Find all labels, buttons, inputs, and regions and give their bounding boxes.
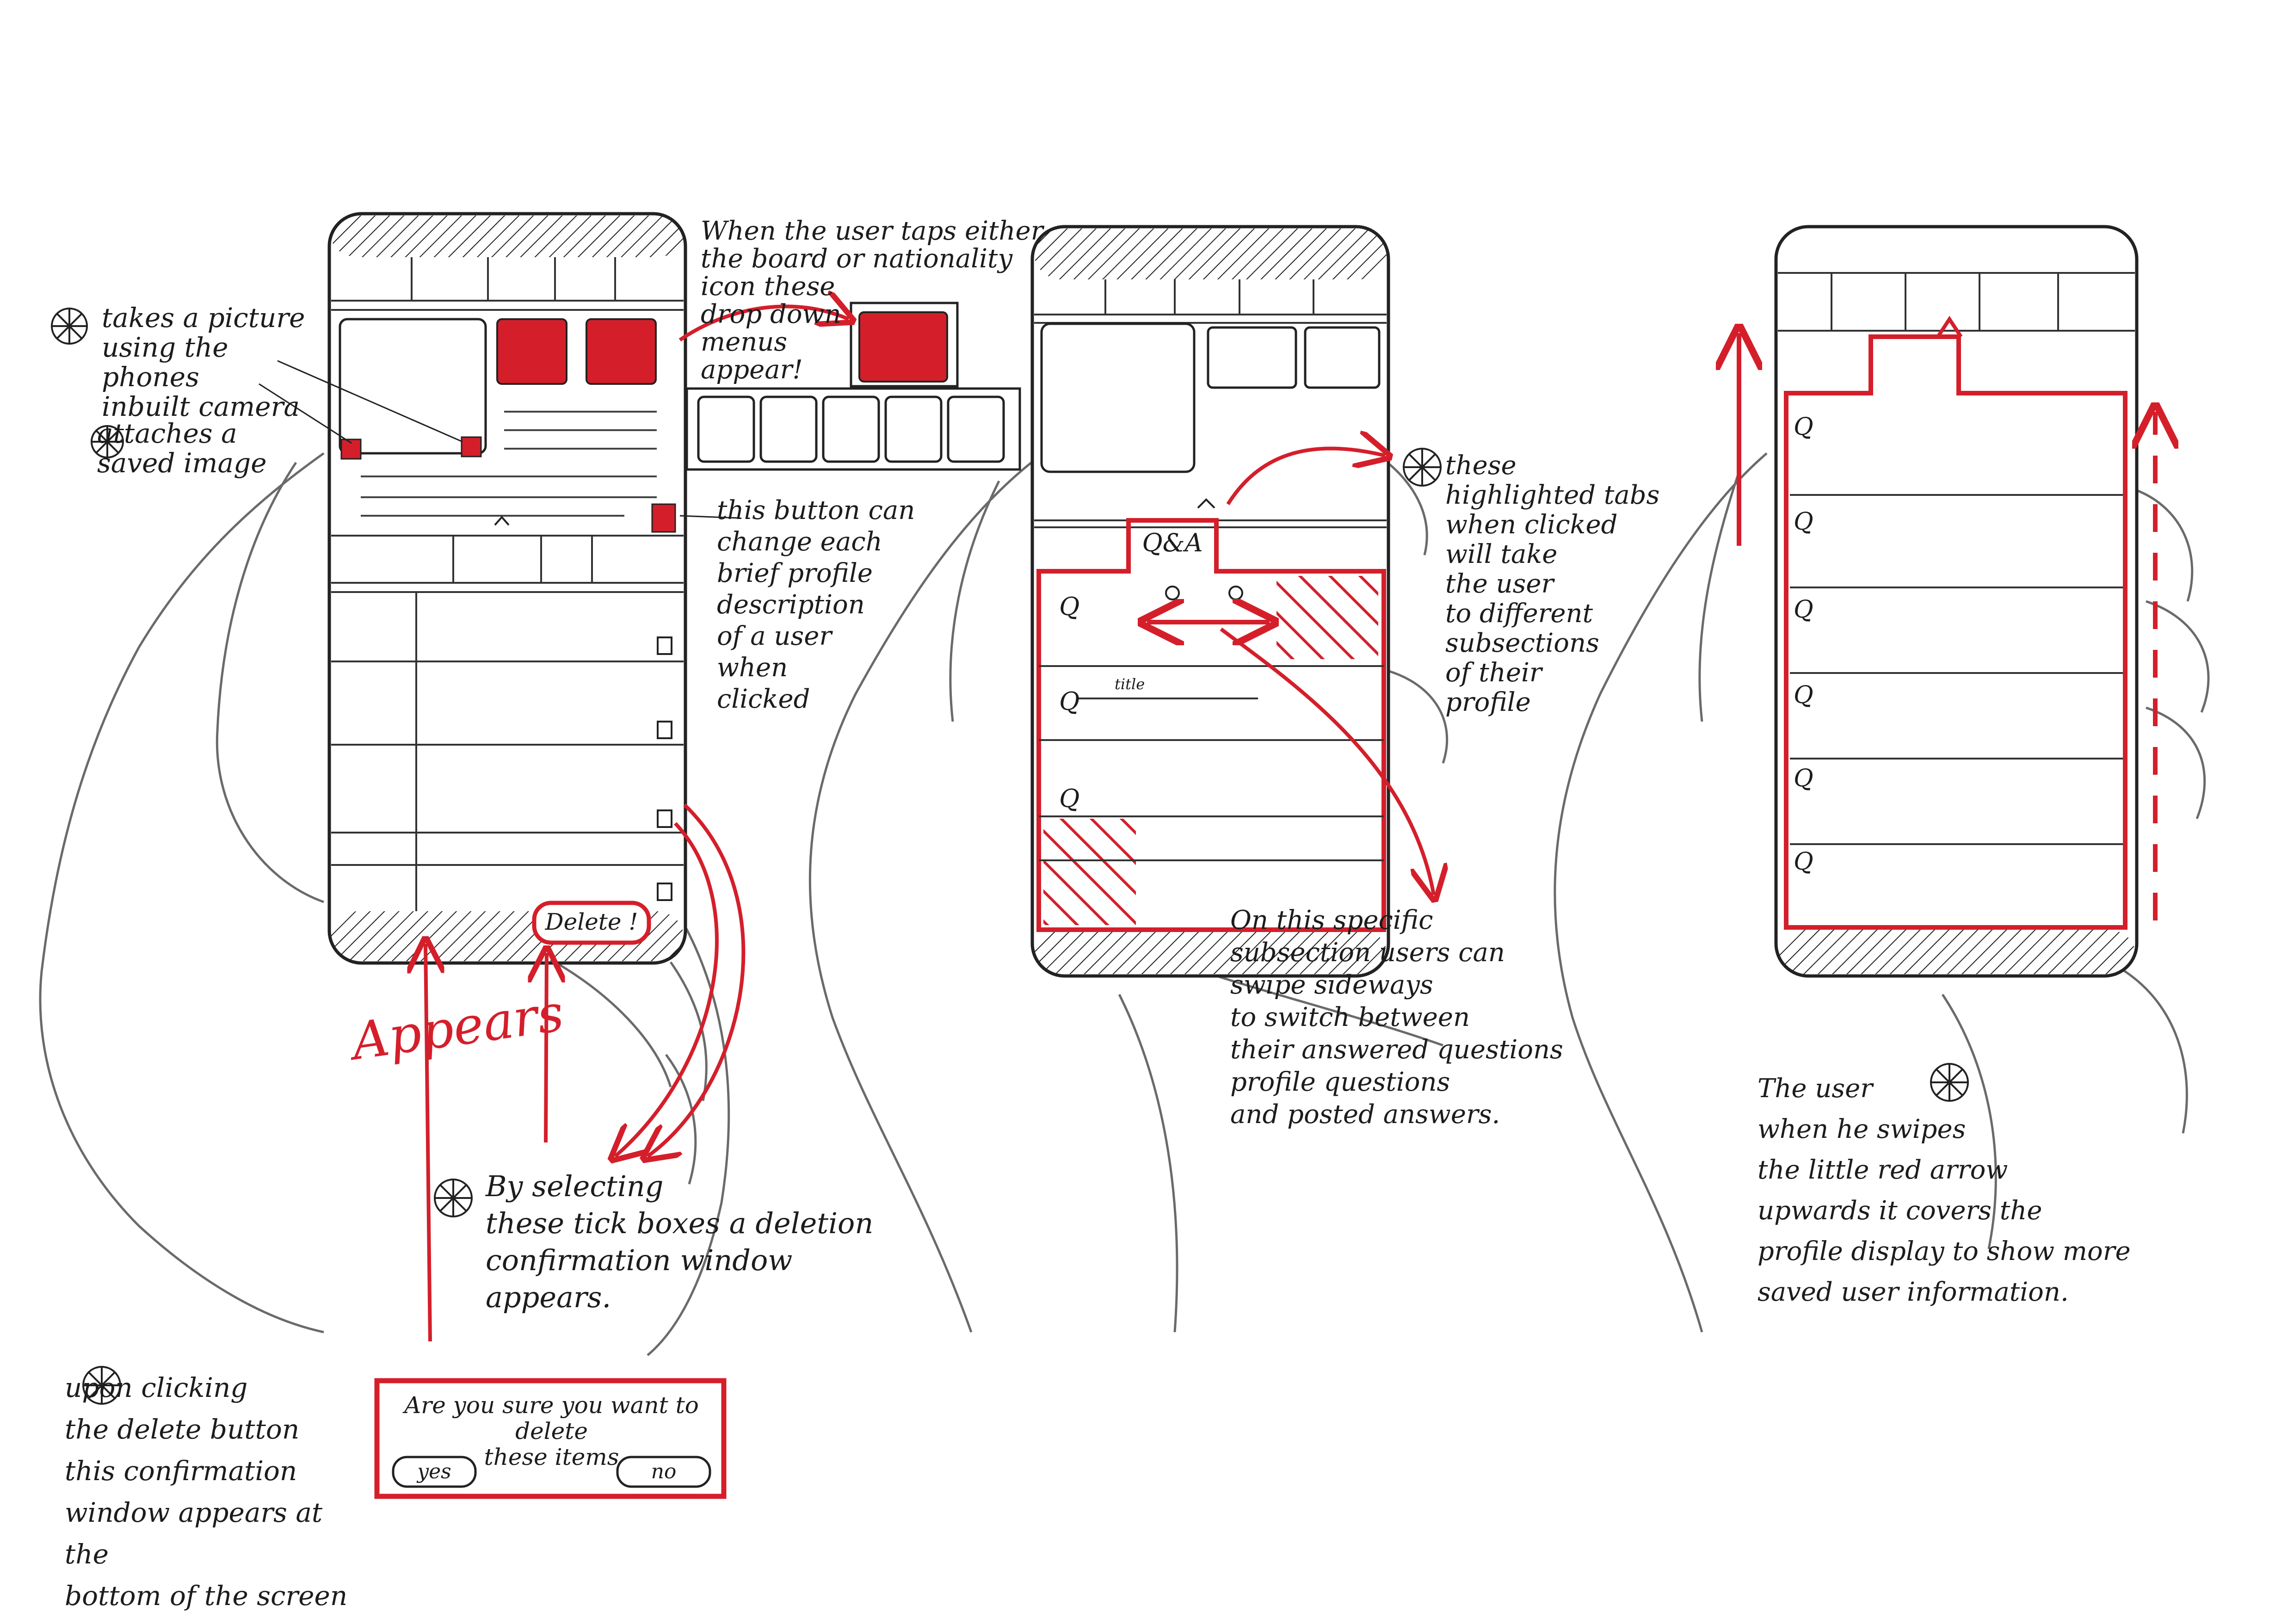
question-marker: Q xyxy=(1059,592,1079,621)
question-marker: Q xyxy=(1794,508,1813,536)
phone-1: Delete ! xyxy=(329,214,685,963)
note-dropdown: When the user taps either the board or n… xyxy=(701,217,1071,384)
note-tabs: these highlighted tabs when clicked will… xyxy=(1445,451,1704,717)
phone-2-hatched-region-top xyxy=(1276,576,1378,659)
phone-3-bottom-bezel xyxy=(1778,930,2135,974)
question-title: title xyxy=(1115,675,1145,693)
dropdown-option[interactable] xyxy=(886,397,941,462)
dropdown-options[interactable] xyxy=(687,389,1020,469)
question-marker: Q xyxy=(1059,687,1079,716)
note-swipe: On this specific subsection users can sw… xyxy=(1230,904,1628,1131)
dropdown-option-row xyxy=(687,389,1020,469)
asterisk-icon xyxy=(51,308,88,345)
delete-button-label: Delete ! xyxy=(545,908,638,935)
asterisk-icon xyxy=(435,1179,472,1216)
phone-1-attach-button[interactable] xyxy=(462,437,481,457)
note-delete-button: upon clicking the delete button this con… xyxy=(65,1367,361,1617)
arrow-to-delete-button xyxy=(546,953,547,1142)
note-profile-button: this button can change each brief profil… xyxy=(717,495,1013,715)
phone-3: Q Q Q Q Q Q xyxy=(1776,227,2137,976)
note-tick-boxes: By selecting these tick boxes a deletion… xyxy=(486,1168,893,1316)
phone-1-board-icon[interactable] xyxy=(497,319,567,384)
qa-tab-label[interactable]: Q&A xyxy=(1142,528,1202,557)
dropdown-option[interactable] xyxy=(948,397,1004,462)
question-marker: Q xyxy=(1794,765,1813,792)
phone-2: Q&A Q Q Q title xyxy=(1032,227,1388,976)
question-marker: Q xyxy=(1794,681,1813,709)
question-marker: Q xyxy=(1794,848,1813,876)
asterisk-icon xyxy=(1404,449,1441,486)
note-camera: takes a picture using the phones inbuilt… xyxy=(102,303,314,421)
question-marker: Q xyxy=(1059,784,1079,813)
note-attach-image: attaches a saved image xyxy=(97,419,291,478)
dialog-message: Are you sure you want to delete these it… xyxy=(386,1392,717,1470)
question-marker: Q xyxy=(1794,596,1813,624)
question-marker: Q xyxy=(1794,413,1813,441)
note-red-arrow: The user when he swipes the little red a… xyxy=(1758,1068,2266,1313)
phone-1-nationality-icon[interactable] xyxy=(586,319,656,384)
phone-1-edit-profile-button[interactable] xyxy=(652,504,675,532)
dropdown-option[interactable] xyxy=(823,397,879,462)
phone-2-top-bezel xyxy=(1034,228,1387,279)
phone-1-top-bezel xyxy=(331,216,684,257)
dropdown-option[interactable] xyxy=(761,397,816,462)
dropdown-option[interactable] xyxy=(698,397,754,462)
phone-2-hatched-region-bottom xyxy=(1043,819,1136,925)
